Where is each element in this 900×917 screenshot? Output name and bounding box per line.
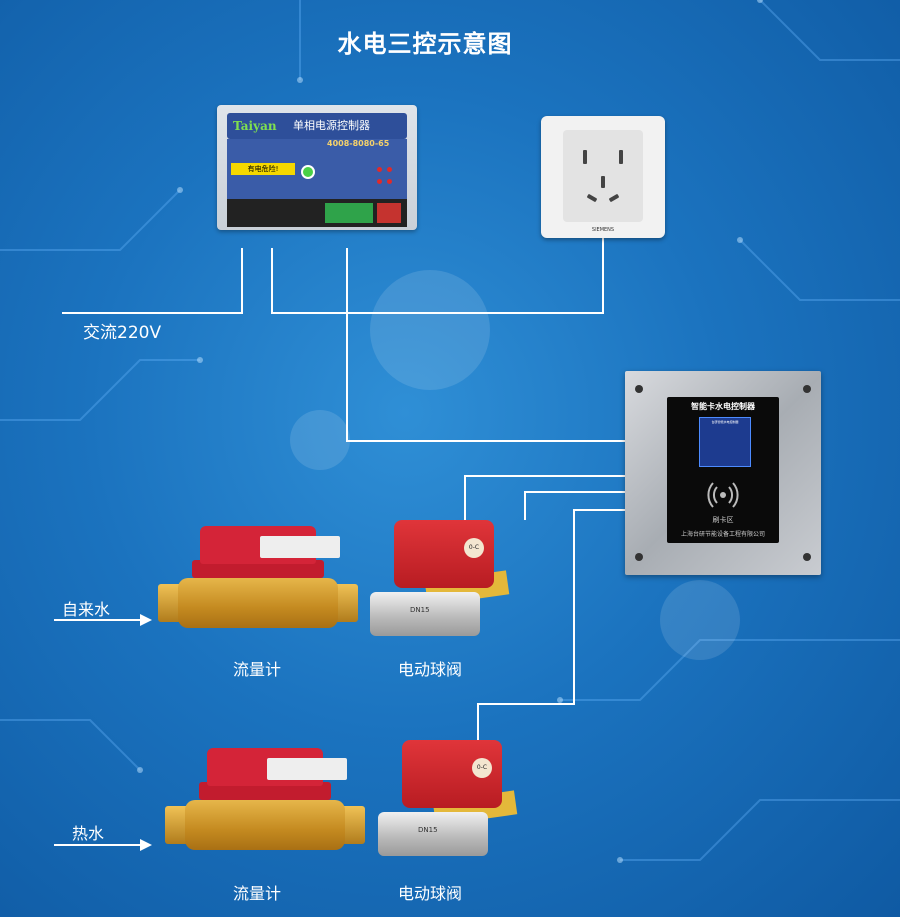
indicator-led-icon: [387, 179, 392, 184]
electric-ball-valve: DN15 0-C: [370, 520, 510, 640]
contactless-icon: [707, 482, 739, 508]
controller-brand-logo: Taiyan: [233, 119, 277, 133]
wiring: [62, 236, 625, 740]
diagram-title: 水电三控示意图: [337, 30, 513, 58]
card-controller-screen: 智能卡水电控制器 台研智能水电控制器 刷卡区 上海台研节能设备工程有限公司: [667, 397, 779, 543]
flow-meter-label: 流量计: [233, 660, 282, 679]
power-controller: Taiyan 单相电源控制器 4008-8080-65 有电危险!: [205, 105, 417, 253]
card-controller: 智能卡水电控制器 台研智能水电控制器 刷卡区 上海台研节能设备工程有限公司: [625, 371, 821, 575]
input-arrows: [54, 614, 152, 851]
indicator-led-icon: [377, 179, 382, 184]
tap-water-label: 自来水: [62, 600, 111, 619]
valve-label: 电动球阀: [398, 660, 463, 679]
lcd-display: 台研智能水电控制器: [699, 417, 751, 467]
flow-meter: [158, 526, 358, 646]
controller-name: 单相电源控制器: [293, 119, 370, 132]
controller-warning: 有电危险!: [231, 163, 295, 175]
terminal-block: [227, 199, 407, 227]
valve-label: 电动球阀: [398, 884, 463, 903]
flow-meter: [165, 748, 365, 868]
socket-brand: SIEMENS: [591, 227, 615, 233]
card-controller-title: 智能卡水电控制器: [691, 402, 755, 411]
swipe-zone-label: 刷卡区: [712, 516, 734, 524]
power-label: 交流220V: [83, 323, 162, 343]
hot-water-label: 热水: [72, 824, 105, 843]
controller-phone: 4008-8080-65: [327, 139, 390, 148]
card-controller-company: 上海台研节能设备工程有限公司: [680, 531, 765, 538]
indicator-led-icon: [387, 167, 392, 172]
indicator-led-icon: [377, 167, 382, 172]
wall-socket: SIEMENS: [541, 116, 665, 238]
flow-meter-label: 流量计: [233, 884, 282, 903]
electric-ball-valve: DN15 0-C: [378, 740, 518, 860]
test-button-icon: [301, 165, 315, 179]
